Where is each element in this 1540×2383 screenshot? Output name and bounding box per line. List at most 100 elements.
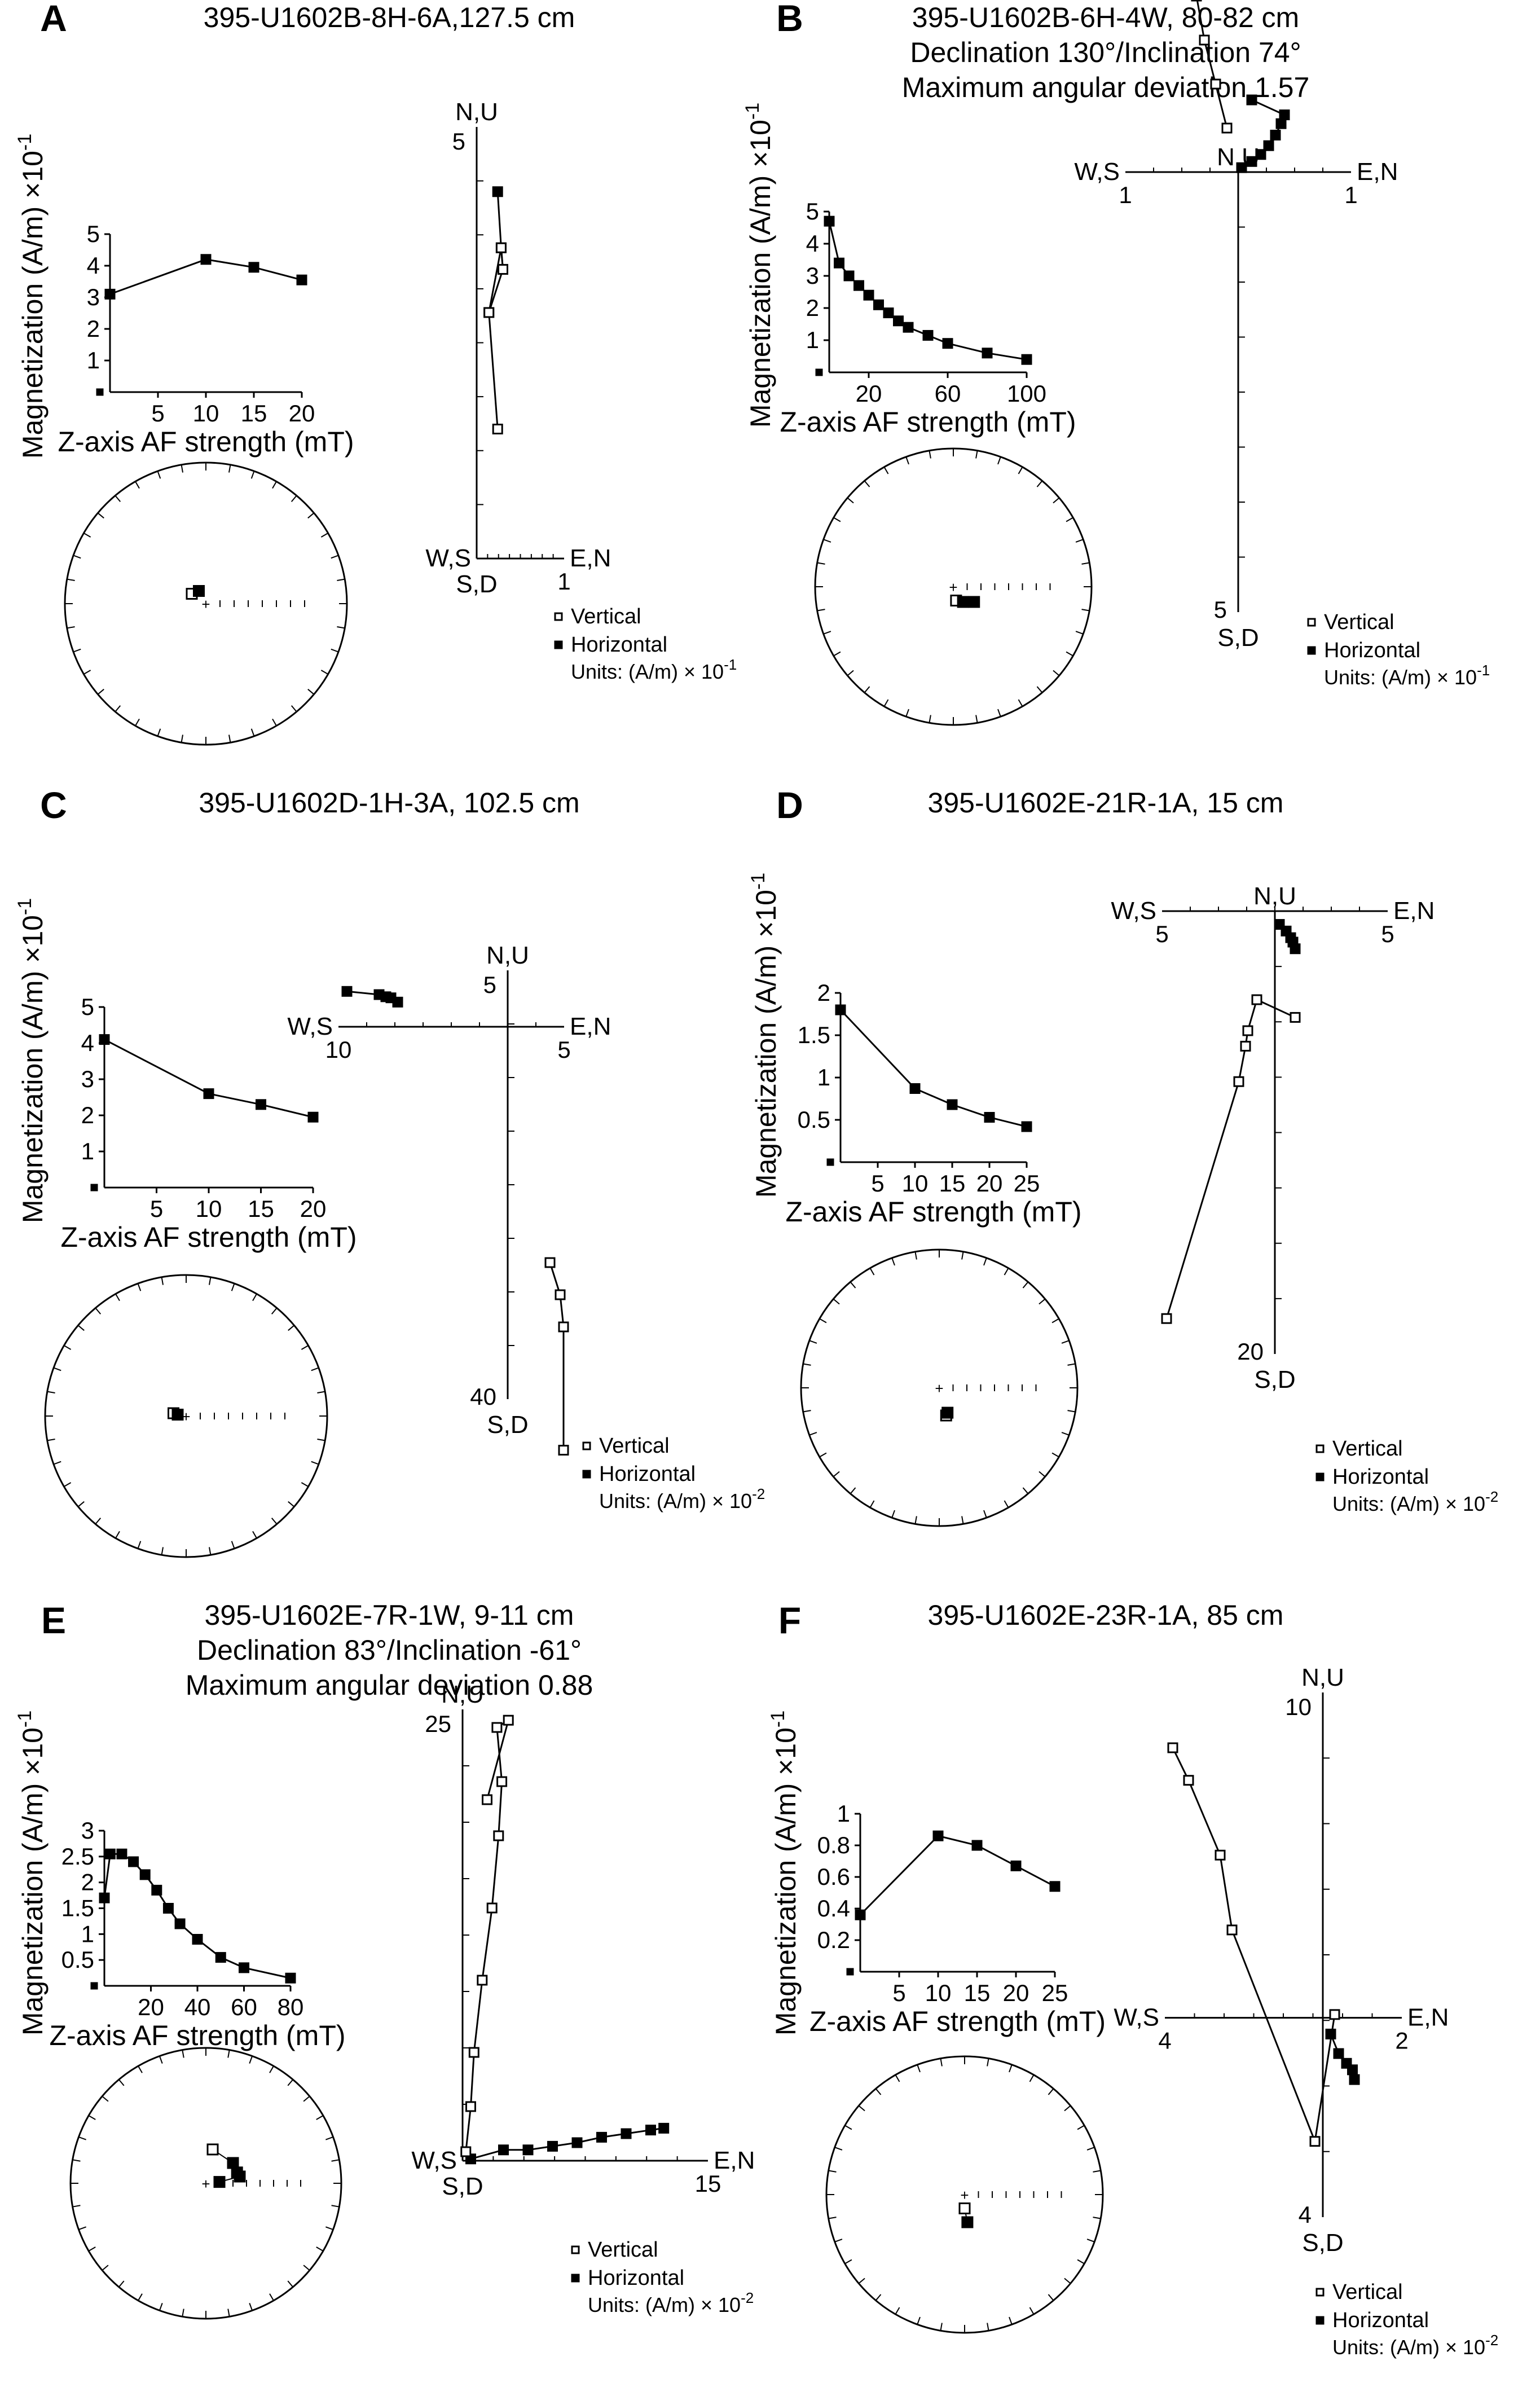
zij-horizontal-point — [547, 2140, 558, 2152]
zij-left-scale: 10 — [325, 1036, 352, 1063]
stereonet-tick — [1029, 2074, 1035, 2082]
zij-right-scale: 5 — [1381, 921, 1394, 947]
panel-letter: C — [40, 784, 67, 826]
zij-label-ws: W,S — [411, 2147, 457, 2174]
mag-point — [116, 1848, 127, 1859]
stereonet-tick — [875, 2294, 882, 2301]
zij-bottom-scale: 5 — [1214, 596, 1227, 623]
legend-horizontal-label: Horizontal — [588, 2266, 684, 2290]
stereonet-tick — [311, 1461, 319, 1465]
zij-horizontal-point — [1270, 129, 1281, 140]
legend-vertical-label: Vertical — [599, 1434, 670, 1458]
panel-title: 395-U1602B-6H-4W, 80-82 cm — [912, 2, 1299, 33]
zij-label-sd: S,D — [1302, 2229, 1343, 2257]
mag-x-tick-label: 20 — [300, 1195, 327, 1222]
stereonet-point — [958, 2202, 971, 2214]
stereonet-tick — [72, 2159, 81, 2162]
mag-point — [104, 1848, 116, 1859]
mag-x-label: Z-axis AF strength (mT) — [780, 406, 1076, 438]
zij-vertical-path — [488, 247, 504, 429]
stereonet-tick — [833, 651, 841, 657]
mag-point — [192, 1934, 203, 1945]
stereonet-tick — [940, 2058, 943, 2067]
stereonet-tick — [47, 1438, 55, 1441]
panel-title: 395-U1602E-7R-1W, 9-11 cm — [205, 1599, 574, 1631]
stereonet-tick — [833, 1471, 840, 1478]
legend-horizontal-label: Horizontal — [599, 1462, 696, 1486]
stereonet-tick — [307, 688, 315, 695]
mag-y-tick-label: 1 — [87, 347, 100, 373]
mag-point — [99, 1892, 110, 1903]
zij-label-sd: S,D — [1254, 1366, 1295, 1393]
zij-horizontal-point — [658, 2122, 670, 2134]
mag-x-tick-label: 10 — [196, 1195, 222, 1222]
zij-horizontal-point — [498, 2144, 509, 2156]
mag-x-tick-label: 20 — [856, 380, 882, 407]
zij-label-sd: S,D — [1217, 624, 1259, 652]
mag-y-label: Magnetization (A/m) ×10-1 — [742, 103, 776, 428]
zij-horizontal-point — [1290, 943, 1301, 955]
panel-title: 395-U1602D-1H-3A, 102.5 cm — [199, 787, 579, 819]
stereonet-tick — [325, 2136, 333, 2140]
mag-x-tick-label: 20 — [976, 1170, 1003, 1197]
mag-y-tick-label: 5 — [81, 993, 94, 1020]
stereonet-tick — [1066, 651, 1073, 657]
stereonet-tick — [1086, 2147, 1095, 2151]
mag-line — [109, 258, 302, 295]
zij-label-sd: S,D — [487, 1411, 528, 1439]
zij-bottom-scale: 4 — [1299, 2201, 1312, 2228]
legend-horizontal-label: Horizontal — [571, 633, 667, 657]
stereonet-tick — [182, 2309, 184, 2317]
stereonet-tick — [844, 2259, 852, 2265]
stereonet-tick — [869, 1268, 875, 1276]
panel-title: Maximum angular deviation 1.57 — [902, 72, 1310, 103]
zij-label-ws: W,S — [1111, 897, 1156, 925]
zij-vertical-point — [491, 1722, 503, 1733]
stereonet-tick — [137, 1283, 142, 1291]
stereonet-tick — [325, 2226, 333, 2231]
stereonet-tick — [975, 715, 978, 723]
zij-right-scale: 2 — [1395, 2028, 1408, 2054]
zij-vertical-point — [493, 1830, 504, 1841]
zij-horizontal-point — [1246, 156, 1257, 167]
legend-vertical-marker — [582, 1441, 591, 1450]
legend-horizontal-label: Horizontal — [1324, 639, 1420, 662]
mag-point — [203, 1088, 214, 1100]
zij-vertical-point — [1329, 2009, 1340, 2020]
zij-vertical-point — [1199, 34, 1210, 46]
stereonet-tick — [975, 450, 978, 459]
stereonet-tick — [1093, 2170, 1101, 2173]
mag-point — [984, 1112, 995, 1123]
stereonet-tick — [118, 2079, 125, 2086]
mag-line — [104, 1039, 314, 1118]
mag-point — [104, 288, 116, 300]
legend-vertical-label: Vertical — [1324, 610, 1394, 634]
zij-vertical-point — [1221, 122, 1233, 134]
mag-y-tick-label: 2.5 — [61, 1843, 94, 1870]
stereonet-tick — [252, 1531, 257, 1539]
zij-vertical-point — [460, 2146, 472, 2157]
stereonet-tick — [823, 539, 831, 543]
stereonet-tick — [320, 533, 329, 538]
mag-y-tick-label: 4 — [806, 230, 819, 257]
mag-origin-marker — [815, 368, 823, 376]
stereonet-tick — [287, 2280, 294, 2288]
mag-point — [909, 1083, 921, 1094]
stereonet-tick — [227, 2309, 230, 2317]
zij-vertical-point — [1191, 0, 1202, 2]
stereonet-tick — [288, 1325, 295, 1331]
stereonet-center-mark: + — [201, 596, 210, 613]
stereonet-tick — [272, 718, 277, 727]
zij-vertical-path — [465, 1718, 510, 2152]
stereonet-tick — [102, 2095, 109, 2102]
stereonet-tick — [1075, 539, 1084, 543]
stereonet-tick — [891, 1258, 895, 1266]
zij-vertical-point — [1251, 994, 1262, 1005]
zij-horizontal-point — [1246, 94, 1257, 105]
zij-vertical-point — [468, 2047, 479, 2058]
stereonet-tick — [1022, 1487, 1029, 1494]
stereonet-point — [193, 585, 205, 597]
